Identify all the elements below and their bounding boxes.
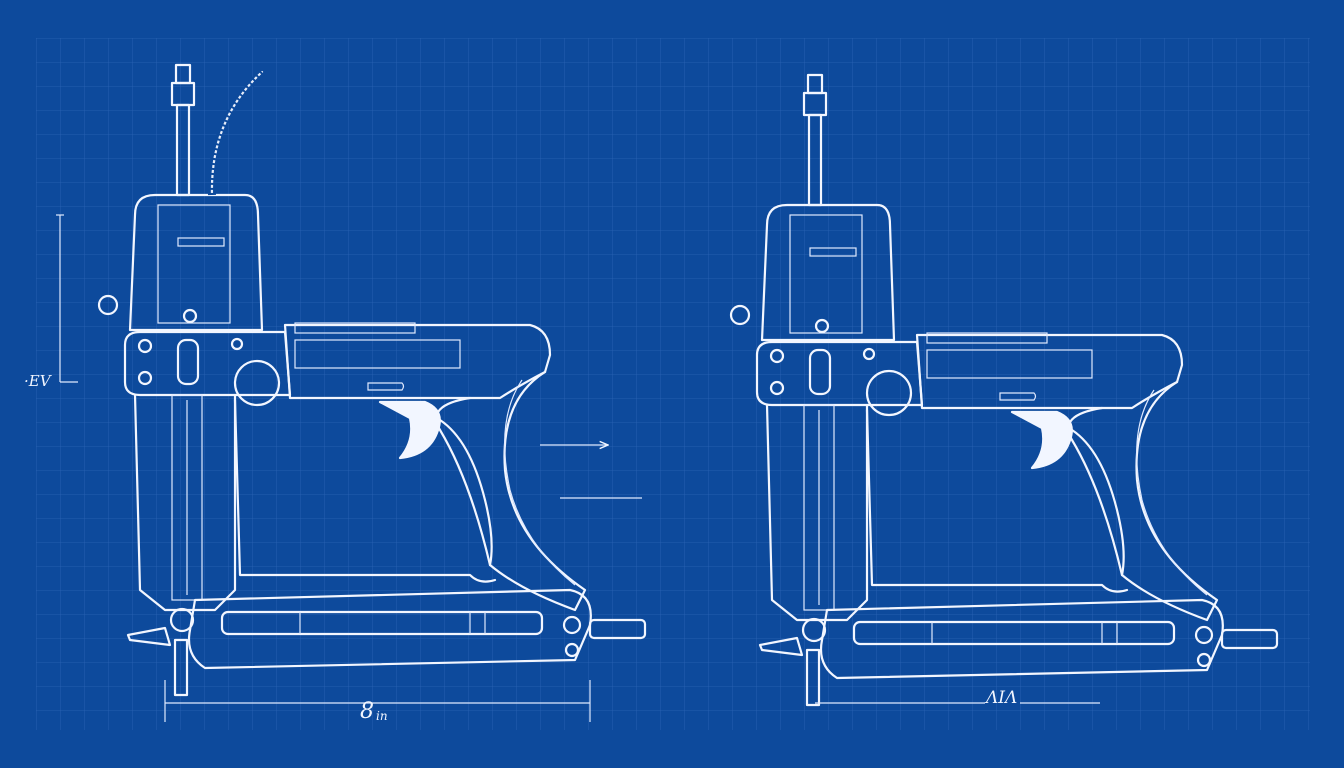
- height-dimension: [56, 214, 78, 383]
- grid-background: [36, 38, 1310, 730]
- nail-gun-left: [97, 63, 647, 697]
- air-hose-ribs: [207, 69, 265, 196]
- left-width-number: 8: [360, 699, 374, 724]
- left-width-dimension: [164, 680, 591, 722]
- left-width-unit: in: [376, 709, 388, 723]
- right-width-label: ΛΙΛ: [984, 688, 1017, 708]
- height-dimension-label: ·EV: [24, 372, 53, 390]
